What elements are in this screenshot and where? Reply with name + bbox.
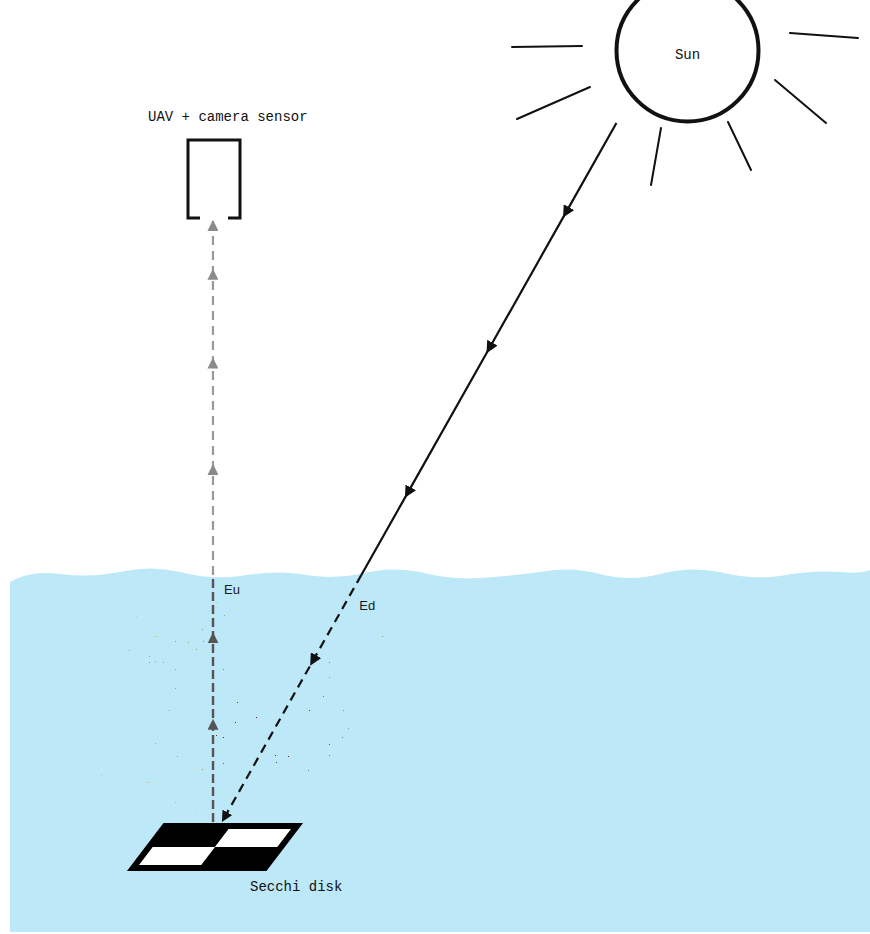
ray-segment	[212, 220, 214, 575]
flux-label: Ed	[359, 598, 375, 614]
uav-camera: UAV + camera sensor	[148, 104, 298, 220]
water-body	[10, 569, 870, 933]
ray-segment	[361, 123, 616, 575]
disk-rim	[133, 826, 297, 868]
ray-segment	[222, 575, 361, 822]
flux-label: Eu	[224, 582, 240, 598]
camera-housing	[188, 140, 240, 218]
secchi-disk: Secchi disk	[130, 822, 370, 898]
particle-cloud	[85, 609, 415, 820]
node-label: Secchi disk	[250, 878, 368, 896]
upwelling-ray	[212, 220, 213, 822]
sun-circle: Sun	[615, 0, 760, 123]
node-label: Sun	[615, 46, 760, 64]
downwelling-ray	[222, 123, 617, 822]
node-label: UAV + camera sensor	[148, 108, 298, 126]
ray-segment	[212, 575, 214, 822]
